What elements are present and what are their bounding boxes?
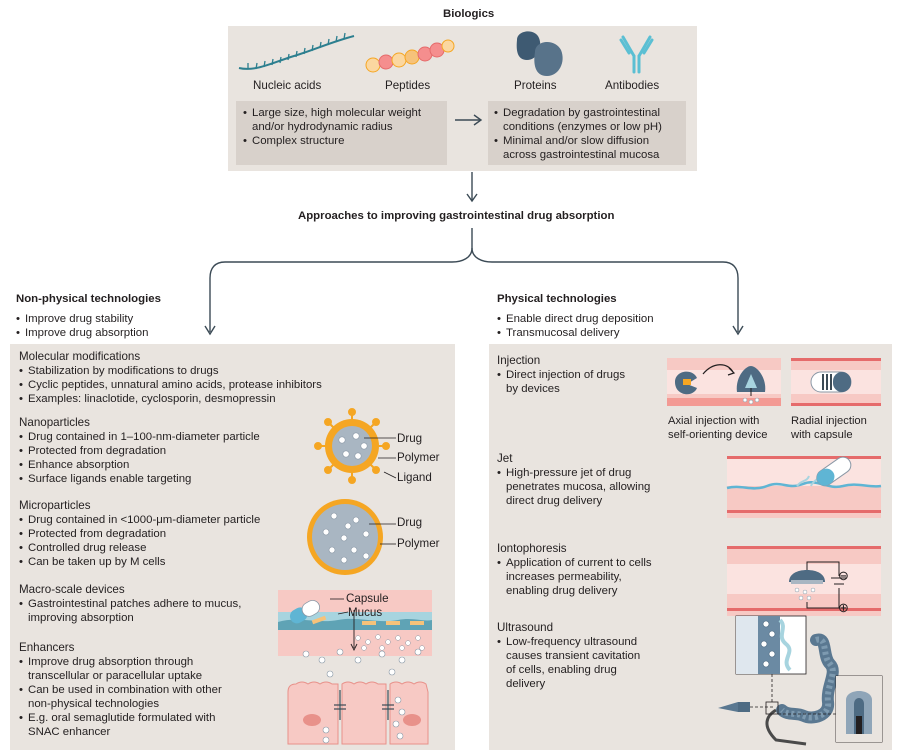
molecule-label-nucleic-acids: Nucleic acids [253, 79, 322, 92]
barrier-item: Degradation by gastrointestinalcondition… [494, 106, 662, 134]
enhancer-cells-illustration [287, 648, 429, 745]
caption-axial-line1: Axial injection with [668, 415, 760, 427]
section-title-macro-scale-devices: Macro-scale devices [19, 583, 125, 596]
physical-title: Physical technologies [497, 293, 617, 305]
caption-axial-line2: self-orienting device [668, 429, 768, 441]
antibody-icon [619, 35, 654, 74]
macro-device-illustration [278, 590, 432, 656]
caption-radial-line2: with capsule [791, 429, 853, 441]
jet-illustration [726, 456, 882, 518]
list-item: Can be used in combination with othernon… [19, 683, 222, 711]
list-item: Drug contained in <1000-μm-diameter part… [19, 513, 260, 527]
label-ligand: Ligand [397, 471, 432, 484]
arrow-right-icon [455, 114, 483, 126]
molecule-label-proteins: Proteins [514, 79, 557, 92]
enhancers-list: Improve drug absorption throughtranscell… [19, 655, 222, 739]
radial-injection-illustration [791, 358, 881, 406]
branch-connector [204, 228, 744, 336]
list-item: Can be taken up by M cells [19, 555, 260, 569]
label-capsule: Capsule [346, 592, 389, 605]
goal-item: Improve drug stability [16, 312, 148, 326]
non-physical-goals: Improve drug stability Improve drug abso… [16, 312, 148, 340]
section-title-ultrasound: Ultrasound [497, 621, 554, 634]
label-polymer-micro: Polymer [397, 537, 440, 550]
microparticles-list: Drug contained in <1000-μm-diameter part… [19, 513, 260, 569]
goal-item: Improve drug absorption [16, 326, 148, 340]
list-item: Enhance absorption [19, 458, 260, 472]
list-item: Examples: linaclotide, cyclosporin, desm… [19, 392, 322, 406]
macro-scale-devices-list: Gastrointestinal patches adhere to mucus… [19, 597, 241, 625]
list-item: Protected from degradation [19, 527, 260, 541]
list-item: Application of current to cellsincreases… [497, 556, 652, 598]
section-title-jet: Jet [497, 452, 513, 465]
molecule-label-antibodies: Antibodies [605, 79, 660, 92]
biologics-title: Biologics [443, 8, 495, 20]
approaches-title: Approaches to improving gastrointestinal… [298, 210, 615, 222]
molecule-label-peptides: Peptides [385, 79, 431, 92]
barriers-list: Degradation by gastrointestinalcondition… [494, 106, 662, 162]
nanoparticle-illustration [314, 408, 397, 484]
section-title-iontophoresis: Iontophoresis [497, 542, 567, 555]
arrow-down-icon [466, 172, 478, 203]
list-item: Cyclic peptides, unnatural amino acids, … [19, 378, 322, 392]
iontophoresis-illustration [727, 546, 881, 616]
label-polymer: Polymer [397, 451, 440, 464]
axial-injection-illustration [667, 358, 781, 406]
list-item: Stabilization by modifications to drugs [19, 364, 322, 378]
list-item: Surface ligands enable targeting [19, 472, 260, 486]
list-item: Gastrointestinal patches adhere to mucus… [19, 597, 241, 625]
section-title-molecular-modifications: Molecular modifications [19, 350, 141, 363]
section-title-nanoparticles: Nanoparticles [19, 416, 90, 429]
list-item: Drug contained in 1–100-nm-diameter part… [19, 430, 260, 444]
goal-item: Enable direct drug deposition [497, 312, 654, 326]
caption-radial-line1: Radial injection [791, 415, 867, 427]
list-item: Protected from degradation [19, 444, 260, 458]
peptide-icon [365, 39, 455, 73]
ultrasound-illustration [718, 615, 883, 746]
nanoparticles-list: Drug contained in 1–100-nm-diameter part… [19, 430, 260, 486]
goal-item: Transmucosal delivery [497, 326, 654, 340]
section-title-injection: Injection [497, 354, 541, 367]
label-drug-micro: Drug [397, 516, 423, 529]
protein-icon [516, 31, 563, 76]
microparticle-illustration [307, 499, 396, 575]
plus-sign-icon: ⊕ [838, 600, 849, 615]
molecular-modifications-list: Stabilization by modifications to drugs … [19, 364, 322, 406]
section-title-enhancers: Enhancers [19, 641, 75, 654]
physical-goals: Enable direct drug deposition Transmucos… [497, 312, 654, 340]
list-item: Controlled drug release [19, 541, 260, 555]
property-item: Large size, high molecular weightand/or … [243, 106, 421, 134]
list-item: E.g. oral semaglutide formulated withSNA… [19, 711, 222, 739]
non-physical-title: Non-physical technologies [16, 293, 161, 305]
property-item: Complex structure [243, 134, 421, 148]
minus-sign-icon: ⊖ [838, 568, 849, 583]
list-item: Improve drug absorption throughtranscell… [19, 655, 222, 683]
iontophoresis-list: Application of current to cellsincreases… [497, 556, 652, 598]
properties-list: Large size, high molecular weightand/or … [243, 106, 421, 148]
section-title-microparticles: Microparticles [19, 499, 91, 512]
nucleic-acid-icon [238, 32, 355, 70]
label-mucus: Mucus [348, 606, 383, 619]
label-drug: Drug [397, 432, 423, 445]
